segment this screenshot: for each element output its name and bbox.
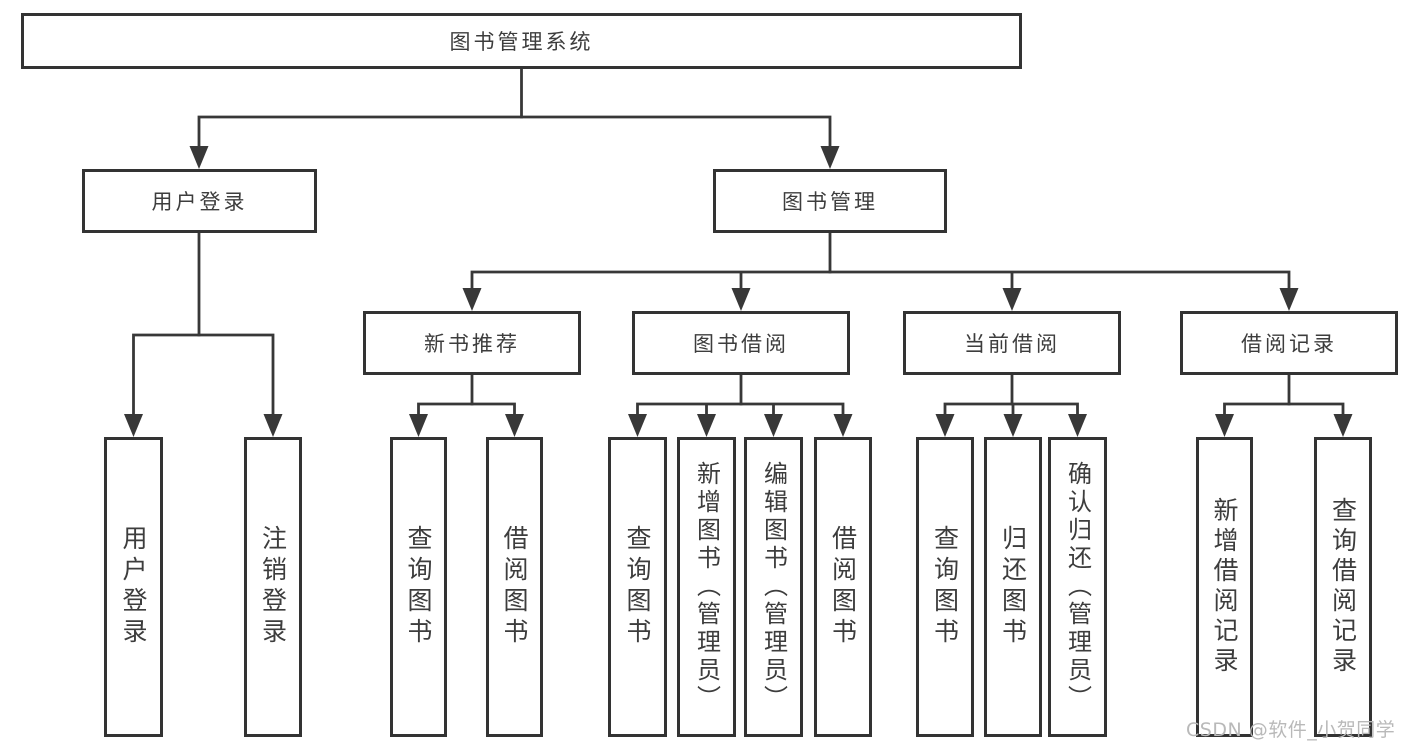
arrow-down-icon [505,414,524,437]
node-current-borrow-label: 当前借阅 [964,332,1060,356]
leaf-logout-login: 注销登录 [244,437,302,737]
arrow-down-icon [1215,414,1234,437]
leaf-add-borrow-record-label: 新增借阅记录 [1210,497,1239,677]
arrow-down-icon [1333,414,1353,437]
leaf-query-books-recommend: 查询图书 [390,437,447,737]
arrow-down-icon [263,414,283,437]
connector-line [132,333,275,418]
leaf-add-books-admin-label: 新增图书（管理员） [692,461,721,713]
node-current-borrow: 当前借阅 [903,311,1121,375]
connector-line [417,402,516,418]
node-new-book-recommend: 新书推荐 [363,311,581,375]
leaf-add-books-admin: 新增图书（管理员） [677,437,736,737]
leaf-query-books-borrow: 查询图书 [608,437,667,737]
leaf-query-books-recommend-label: 查询图书 [404,525,433,649]
node-user-login: 用户登录 [82,169,317,233]
leaf-query-books-current: 查询图书 [916,437,974,737]
leaf-borrow-books-recommend: 借阅图书 [486,437,543,737]
node-borrow-records: 借阅记录 [1180,311,1398,375]
leaf-query-books-current-label: 查询图书 [930,525,960,649]
leaf-borrow-books-recommend-label: 借阅图书 [500,525,529,649]
arrow-down-icon [820,146,840,169]
leaf-query-books-borrow-label: 查询图书 [623,525,652,649]
leaf-user-login: 用户登录 [104,437,163,737]
leaf-edit-books-admin-label: 编辑图书（管理员） [759,461,788,713]
connector-line [636,402,845,418]
watermark-text: CSDN @软件_小贺同学 [1186,719,1396,741]
arrow-down-icon [124,414,143,437]
leaf-confirm-return-admin-label: 确认归还（管理员） [1063,461,1092,713]
leaf-logout-login-label: 注销登录 [258,525,288,649]
root-node-label: 图书管理系统 [449,30,594,54]
node-book-management: 图书管理 [713,169,947,233]
node-new-book-recommend-label: 新书推荐 [424,332,520,356]
leaf-edit-books-admin: 编辑图书（管理员） [744,437,803,737]
arrow-down-icon [833,414,853,437]
leaf-user-login-label: 用户登录 [119,525,148,649]
connector-line [1223,402,1345,418]
root-node: 图书管理系统 [21,13,1022,69]
leaf-borrow-books-label: 借阅图书 [828,525,858,649]
leaf-return-books-label: 归还图书 [998,525,1028,649]
node-borrow-records-label: 借阅记录 [1241,332,1337,356]
leaf-add-borrow-record: 新增借阅记录 [1196,437,1253,737]
arrow-down-icon [764,414,783,437]
arrow-down-icon [1003,414,1023,437]
connector-line [197,115,832,150]
node-book-borrow: 图书借阅 [632,311,850,375]
leaf-confirm-return-admin: 确认归还（管理员） [1048,437,1107,737]
arrow-down-icon [628,414,647,437]
arrow-down-icon [1068,414,1087,437]
arrow-down-icon [1279,288,1299,311]
connector-line [943,402,1079,418]
node-book-management-label: 图书管理 [782,190,878,214]
node-user-login-label: 用户登录 [151,190,248,214]
leaf-return-books: 归还图书 [984,437,1042,737]
leaf-query-borrow-record-label: 查询借阅记录 [1328,497,1358,677]
arrow-down-icon [731,288,751,311]
leaf-borrow-books: 借阅图书 [814,437,872,737]
node-book-borrow-label: 图书借阅 [693,332,789,356]
arrow-down-icon [409,414,428,437]
connector-line [470,270,1291,292]
arrow-down-icon [697,414,716,437]
arrow-down-icon [935,414,955,437]
leaf-query-borrow-record: 查询借阅记录 [1314,437,1372,737]
arrow-down-icon [189,146,209,169]
arrow-down-icon [1002,288,1022,311]
arrow-down-icon [462,288,482,311]
